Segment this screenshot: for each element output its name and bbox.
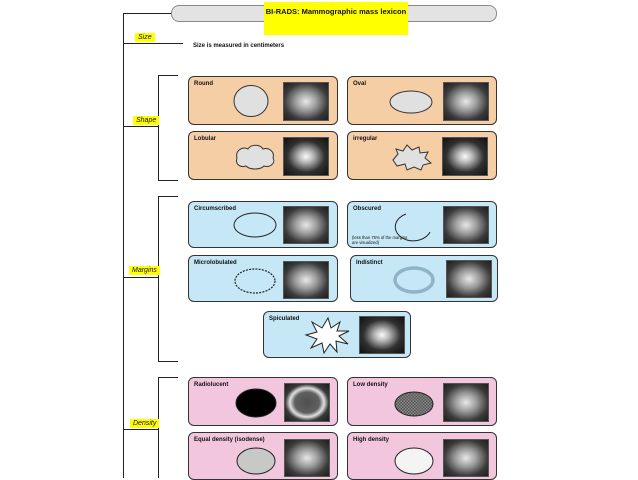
- card-round-label: Round: [194, 81, 213, 87]
- spiculated-shape-icon: [304, 316, 350, 355]
- obscured-shape-icon: [394, 213, 431, 242]
- card-obscured-label: Obscured: [353, 206, 382, 212]
- title-highlight: [264, 2, 408, 35]
- microlobulated-mammogram-image: [283, 261, 329, 299]
- round-shape-icon: [233, 85, 269, 117]
- obscured-mammogram-image: [443, 206, 489, 244]
- high-density-mammogram-image: [443, 439, 489, 477]
- card-microlobulated-label: Microlobulated: [194, 260, 237, 266]
- circumscribed-shape-icon: [233, 212, 277, 238]
- oval-mammogram-image: [443, 82, 489, 121]
- indistinct-mammogram-image: [446, 260, 492, 298]
- category-size-label: Size: [135, 33, 155, 42]
- card-circumscribed: Circumscribed: [188, 201, 338, 248]
- card-oval: Oval: [347, 76, 497, 125]
- category-margins-label: Margins: [129, 266, 160, 275]
- tree-trunk: [123, 13, 124, 478]
- card-lobular: Lobular: [188, 131, 338, 180]
- card-radiolucent-label: Radiolucent: [194, 382, 229, 388]
- card-equal-density: Equal density (isodense): [188, 432, 338, 480]
- card-high-density: High density: [347, 432, 497, 480]
- branch-density: [123, 429, 158, 430]
- card-irregular: irregular: [347, 131, 497, 180]
- lobular-mammogram-image: [283, 137, 329, 176]
- branch-title: [123, 13, 171, 14]
- branch-size: [123, 43, 183, 44]
- category-shape-label: Shape: [133, 116, 160, 125]
- card-high-density-label: High density: [353, 437, 390, 443]
- equal-density-shape-icon: [236, 447, 276, 475]
- irregular-mammogram-image: [442, 137, 488, 176]
- card-low-density-label: Low density: [353, 382, 388, 388]
- card-spiculated-label: Spiculated: [269, 316, 300, 322]
- card-spiculated: Spiculated: [263, 311, 411, 358]
- bracket-shape-bottom: [158, 180, 178, 181]
- card-oval-label: Oval: [353, 81, 367, 87]
- bracket-margins: [158, 196, 159, 361]
- branch-margins: [123, 277, 158, 278]
- card-low-density: Low density: [347, 377, 497, 426]
- circumscribed-mammogram-image: [283, 206, 329, 244]
- card-equal-density-label: Equal density (isodense): [194, 437, 265, 443]
- spiculated-mammogram-image: [359, 316, 405, 354]
- card-indistinct: Indistinct: [350, 255, 498, 302]
- bracket-shape: [158, 75, 159, 180]
- bracket-margins-bottom: [158, 361, 178, 362]
- card-radiolucent: Radiolucent: [188, 377, 338, 426]
- indistinct-shape-icon: [393, 266, 435, 294]
- round-mammogram-image: [283, 82, 329, 121]
- card-lobular-label: Lobular: [194, 136, 216, 142]
- diagram-title: BI-RADS: Mammographic mass lexicon: [265, 7, 407, 16]
- category-density-label: Density: [130, 419, 160, 428]
- equal-density-mammogram-image: [284, 439, 330, 477]
- card-irregular-label: irregular: [353, 136, 378, 142]
- bracket-density-top: [158, 377, 178, 378]
- oval-shape-icon: [389, 90, 433, 114]
- card-round: Round: [188, 76, 338, 125]
- card-obscured: Obscured (less than 75% of the margins a…: [347, 201, 497, 248]
- bracket-margins-top: [158, 196, 178, 197]
- card-indistinct-label: Indistinct: [356, 260, 383, 266]
- card-obscured-note: (less than 75% of the margins are visual…: [352, 235, 408, 245]
- microlobulated-shape-icon: [234, 268, 276, 294]
- high-density-shape-icon: [394, 447, 434, 475]
- branch-shape: [123, 126, 158, 127]
- size-note: Size is measured in centimeters: [193, 43, 285, 49]
- lobular-shape-icon: [236, 144, 275, 170]
- low-density-mammogram-image: [443, 383, 489, 422]
- card-circumscribed-label: Circumscribed: [194, 206, 237, 212]
- irregular-shape-icon: [392, 144, 433, 171]
- radiolucent-shape-icon: [235, 388, 277, 418]
- radiolucent-mammogram-image: [284, 383, 330, 422]
- low-density-shape-icon: [394, 391, 434, 417]
- bracket-shape-top: [158, 75, 178, 76]
- card-microlobulated: Microlobulated: [188, 255, 338, 302]
